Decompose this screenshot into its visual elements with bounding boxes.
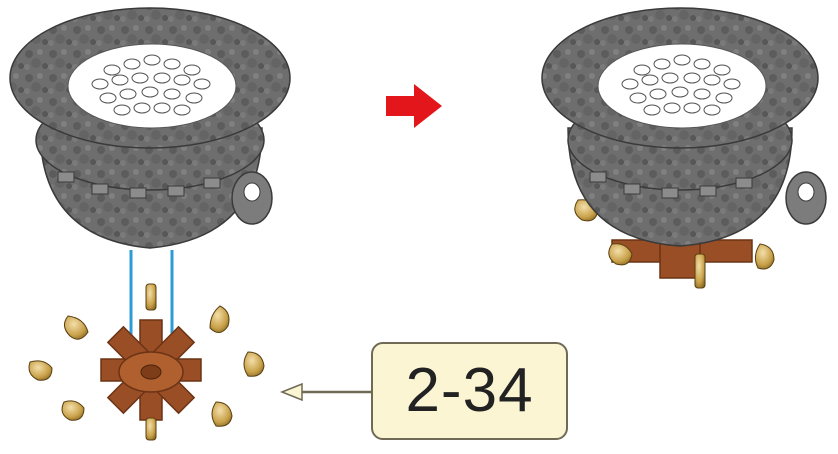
right-pot-assembled: [541, 7, 827, 289]
part-number: 2-34: [405, 356, 534, 425]
left-studs: [91, 54, 211, 116]
part-number-callout: 2-34: [371, 342, 568, 440]
red-arrow-icon: [386, 84, 442, 128]
base-part-2-34: [28, 283, 265, 441]
callout-pointer-icon: [279, 382, 371, 402]
right-studs: [621, 54, 741, 116]
left-pot: [9, 7, 291, 249]
